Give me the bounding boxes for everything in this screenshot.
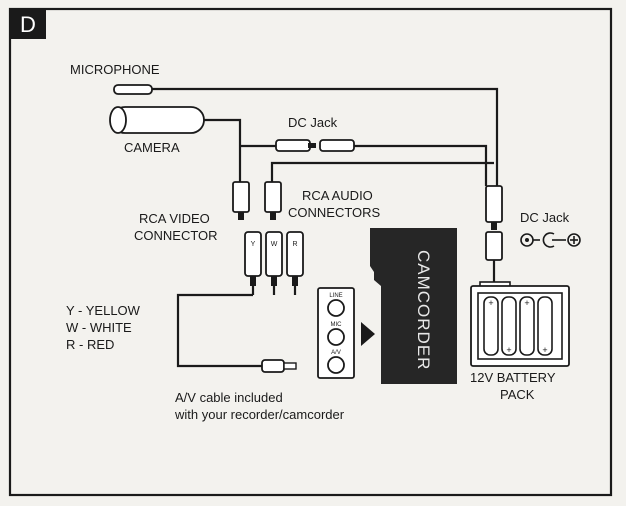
rca-yellow-white-red-jacks <box>244 231 304 286</box>
legend-yellow: Y - YELLOW <box>66 303 141 318</box>
legend-white: W - WHITE <box>66 320 132 335</box>
av-cable-caption-line2: with your recorder/camcorder <box>174 407 345 422</box>
rca-audio-label-line2: CONNECTORS <box>288 205 381 220</box>
legend-red: R - RED <box>66 337 114 352</box>
jack-label-mic: MIC <box>331 322 343 328</box>
plug-letter-w: W <box>271 241 278 248</box>
rca-audio-label-line1: RCA AUDIO <box>302 188 373 203</box>
av-cable-caption-line1: A/V cable included <box>175 390 283 405</box>
svg-text:+: + <box>506 345 511 355</box>
dc-jack-inline-connector <box>275 139 355 152</box>
av-cable-plug <box>261 359 297 373</box>
microphone-icon <box>113 84 153 95</box>
rca-video-label-line1: RCA VIDEO <box>139 211 210 226</box>
av-cable-wire <box>176 286 297 368</box>
battery-label-line1: 12V BATTERY <box>470 370 556 385</box>
diagram-border <box>8 7 613 497</box>
camcorder-label: CAMCORDER <box>414 250 433 370</box>
jack-av-icon <box>327 356 345 374</box>
dc-jack-top-label: DC Jack <box>288 115 338 130</box>
panel-letter: D <box>20 12 36 37</box>
rca-video-audio-plug-pair <box>232 181 282 220</box>
camera-label: CAMERA <box>124 140 180 155</box>
battery-pack: + + + + <box>470 281 570 367</box>
jack-mic-icon <box>327 328 345 346</box>
svg-text:+: + <box>542 345 547 355</box>
microphone-wire <box>152 87 499 186</box>
camera-icon <box>109 106 205 134</box>
svg-text:+: + <box>524 298 529 308</box>
dc-jack-symbol-icon <box>520 232 581 248</box>
pointer-arrow-icon <box>361 322 375 346</box>
jack-label-line: LINE <box>329 293 342 299</box>
dc-power-wire <box>354 144 488 186</box>
camera-video-wire <box>204 118 242 182</box>
panel-letter-tab <box>10 9 46 39</box>
microphone-label: MICROPHONE <box>70 62 160 77</box>
jack-line-icon <box>327 299 345 317</box>
battery-label-line2: PACK <box>500 387 535 402</box>
camcorder-body <box>370 228 457 384</box>
microphone-audio-wire <box>270 161 494 182</box>
dc-plug-right <box>485 185 503 261</box>
jack-label-av: A/V <box>331 350 341 356</box>
rca-video-label-line2: CONNECTOR <box>134 228 218 243</box>
plug-letter-r: R <box>292 241 297 248</box>
svg-text:+: + <box>488 298 493 308</box>
dc-jack-right-label: DC Jack <box>520 210 570 225</box>
plug-letter-y: Y <box>251 241 256 248</box>
